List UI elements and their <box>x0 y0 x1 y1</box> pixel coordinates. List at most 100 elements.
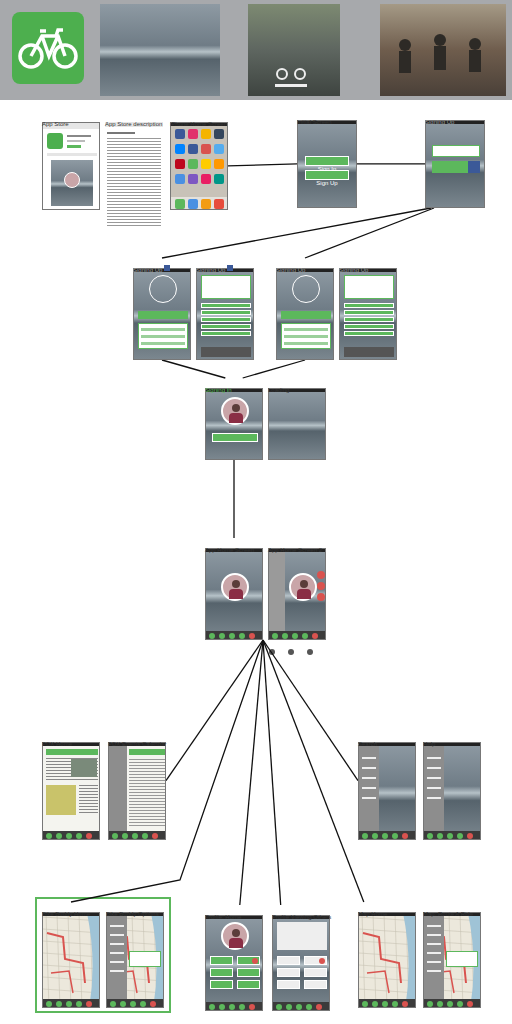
screen-part <box>122 833 128 839</box>
screen-part <box>112 833 118 839</box>
screen-part <box>201 275 251 299</box>
screen-part <box>229 589 243 599</box>
screen-part <box>188 129 198 139</box>
screen-node: App Home Screen <box>205 538 264 640</box>
screen-part <box>446 951 478 967</box>
screen-part <box>344 331 394 336</box>
screen-title: Map Home <box>358 909 387 919</box>
flow-line <box>166 640 263 781</box>
screen-part <box>312 633 318 639</box>
flow-line <box>228 164 297 166</box>
screen-part <box>120 1001 126 1007</box>
screen-part <box>382 833 388 839</box>
screen-part <box>276 1004 282 1010</box>
screen-part <box>201 129 211 139</box>
screen-part <box>306 1004 312 1010</box>
screen-title: Help <box>423 739 435 749</box>
screen-part <box>277 956 300 965</box>
screen-part <box>304 980 327 989</box>
screen-node: Help <box>423 732 481 840</box>
screen-part <box>402 833 408 839</box>
phone-screen <box>272 915 330 1011</box>
screen-part <box>129 951 161 967</box>
screen-part <box>283 327 329 332</box>
phone-screen <box>196 268 254 360</box>
flow-line <box>240 640 263 905</box>
map-drawing <box>43 913 100 1008</box>
screen-node: PDX Home <box>42 732 100 840</box>
screen-node: App Home Screen 2 <box>268 538 332 640</box>
screen-part <box>392 1001 398 1007</box>
screen-title: Bike Buddy Home <box>42 909 90 919</box>
screen-part <box>237 980 260 989</box>
screen-part <box>219 633 225 639</box>
screen-title: App Store <box>42 119 69 129</box>
screen-part <box>319 958 325 964</box>
flow-line <box>263 640 358 781</box>
screen-part <box>286 1004 292 1010</box>
photo <box>380 4 506 96</box>
screen-part <box>201 199 211 209</box>
phone-screen <box>276 268 334 360</box>
screen-part <box>110 961 124 963</box>
screen-part <box>71 759 97 777</box>
screen-part <box>249 1004 255 1010</box>
map-drawing <box>359 913 416 1008</box>
screen-part <box>210 968 233 977</box>
screen-title: Signing Up <box>196 265 225 275</box>
screen-part <box>209 1004 215 1010</box>
screen-part <box>201 174 211 184</box>
screen-part <box>292 275 320 303</box>
screen-part <box>152 833 158 839</box>
screen-part <box>239 633 245 639</box>
road-marking <box>275 69 307 87</box>
screen-part <box>130 1001 136 1007</box>
screen-part <box>457 833 463 839</box>
screen-part <box>372 833 378 839</box>
screen-part <box>110 943 124 945</box>
group-frame <box>36 898 170 1012</box>
screen-part <box>437 1001 443 1007</box>
screen-part <box>252 958 258 964</box>
screen-part <box>317 582 325 590</box>
screen-part <box>362 787 376 789</box>
phone-screen <box>42 122 100 210</box>
screen-part <box>214 144 224 154</box>
app-icon <box>12 12 84 84</box>
phone-screen <box>105 122 163 230</box>
screen-part <box>110 952 124 954</box>
phone-screen <box>205 915 263 1011</box>
screen-part <box>297 589 311 599</box>
phone-screen <box>425 120 485 208</box>
screen-part <box>76 833 82 839</box>
screen-part <box>214 174 224 184</box>
screen-node: Bike Buddy Home <box>42 902 100 1008</box>
screen-title: Profile Viewing Others <box>272 912 331 922</box>
screen-part <box>175 199 185 209</box>
screen-part <box>201 347 251 357</box>
photo <box>248 4 340 96</box>
screen-part <box>382 1001 388 1007</box>
facebook-mark <box>164 265 170 271</box>
screen-title: Signing Up <box>276 265 305 275</box>
phone-screen <box>133 268 191 360</box>
screen-part <box>277 980 300 989</box>
screen-title: Map: Route A Ride <box>423 909 473 919</box>
screen-part <box>66 1001 72 1007</box>
phone-screen <box>205 548 263 640</box>
facebook-mark <box>227 265 233 271</box>
screen-part <box>427 777 441 779</box>
screen-part <box>66 833 72 839</box>
screen-part <box>67 135 91 137</box>
screen-title: Signing Up <box>133 265 162 275</box>
screen-part <box>362 777 376 779</box>
screen-part <box>46 833 52 839</box>
screen-part <box>344 324 394 329</box>
flow-line <box>162 360 225 378</box>
screen-part <box>432 145 480 157</box>
screen-part <box>150 1001 156 1007</box>
screen-title: Signing Up <box>339 265 368 275</box>
screen-part <box>210 956 233 965</box>
screen-title: iPhone Home Screen <box>170 119 227 129</box>
screen-part <box>269 552 285 631</box>
